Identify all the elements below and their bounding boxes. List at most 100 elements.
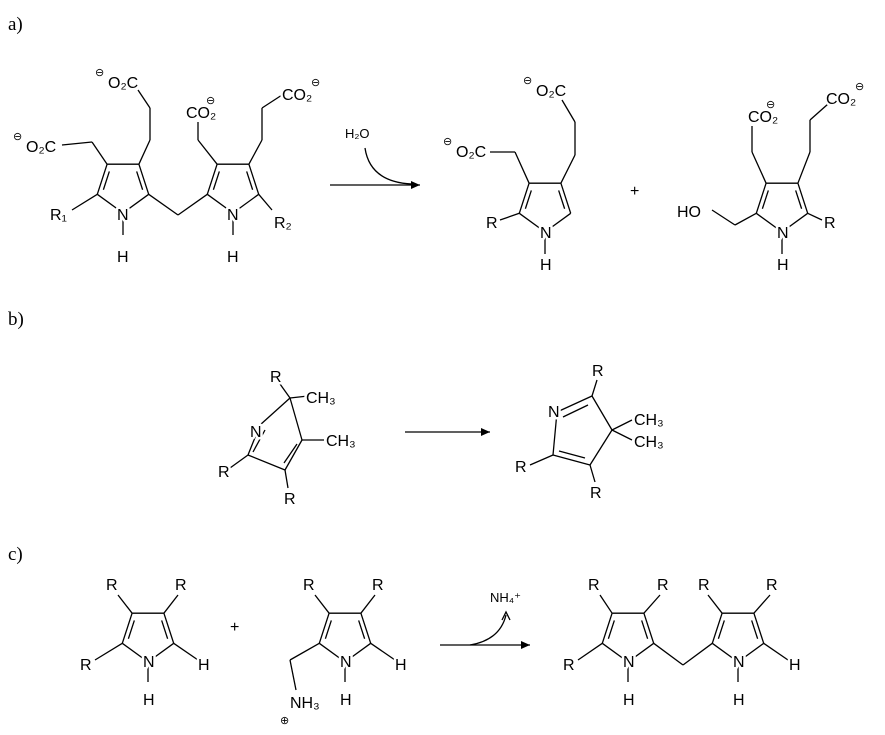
double-bond-inner bbox=[283, 443, 298, 464]
nitrogen: N bbox=[340, 654, 352, 671]
bonds bbox=[61, 89, 829, 691]
ring-bond bbox=[560, 182, 572, 214]
double-bond-inner bbox=[136, 171, 144, 190]
ring-bond bbox=[247, 454, 286, 471]
hydrogen: H bbox=[789, 657, 801, 674]
panel-label-c: c) bbox=[8, 544, 23, 565]
ammonium-group: NH₃ bbox=[290, 695, 320, 712]
hydrogen: H bbox=[340, 692, 352, 709]
bond bbox=[91, 141, 108, 165]
r-group: R bbox=[657, 577, 669, 594]
r-group: R bbox=[563, 657, 575, 674]
r-group: R bbox=[372, 577, 384, 594]
ring-bond bbox=[711, 642, 739, 663]
double-bond-inner bbox=[246, 171, 254, 190]
ring-bond bbox=[232, 193, 260, 214]
double-bond-inner bbox=[212, 171, 220, 190]
ring-bond bbox=[711, 612, 723, 644]
r-group: R bbox=[766, 577, 778, 594]
ring-bond bbox=[248, 163, 260, 195]
panel-label-a: a) bbox=[8, 14, 23, 35]
curved-arrow-head-icon bbox=[501, 610, 511, 621]
bond bbox=[707, 594, 723, 614]
r1-group: R₁ bbox=[50, 207, 67, 224]
methyl: CH₃ bbox=[634, 434, 664, 451]
negative-charge: ⊖ bbox=[13, 131, 22, 143]
r2-group: R₂ bbox=[274, 215, 292, 232]
negative-charge: ⊖ bbox=[206, 95, 215, 107]
bond bbox=[258, 193, 273, 211]
nitrogen: N bbox=[733, 654, 745, 671]
bond bbox=[137, 89, 151, 109]
methyl: CH₃ bbox=[306, 390, 336, 407]
r-group: R bbox=[175, 577, 187, 594]
bond bbox=[279, 383, 291, 399]
nitrogen: N bbox=[117, 207, 129, 224]
hydrogen: H bbox=[777, 257, 789, 274]
double-bond-inner bbox=[161, 620, 169, 639]
double-bond-inner bbox=[127, 620, 135, 639]
bond bbox=[94, 642, 123, 661]
negative-charge: ⊖ bbox=[523, 75, 532, 87]
ring-bond bbox=[601, 612, 613, 644]
ring-bond bbox=[289, 397, 303, 441]
positive-charge: ⊕ bbox=[280, 715, 289, 727]
bond bbox=[289, 642, 320, 661]
nitrogen: N bbox=[548, 404, 560, 421]
hydroxyl: HO bbox=[677, 204, 701, 221]
arrow-head-icon bbox=[411, 181, 420, 189]
ring-bond bbox=[284, 439, 303, 471]
hydrogen: H bbox=[198, 657, 210, 674]
r-group: R bbox=[106, 577, 118, 594]
hydrogen: H bbox=[227, 249, 239, 266]
ring-bond bbox=[121, 642, 149, 663]
double-bond-inner bbox=[795, 190, 803, 209]
r-group: R bbox=[80, 657, 92, 674]
bond bbox=[611, 419, 633, 431]
ring-bond bbox=[247, 424, 261, 456]
carboxylate: O₂C bbox=[536, 83, 566, 100]
ring-bond bbox=[797, 182, 809, 214]
bond bbox=[734, 212, 757, 226]
r-group: R bbox=[486, 215, 498, 232]
double-bond-inner bbox=[558, 450, 586, 459]
double-bond-inner bbox=[641, 620, 649, 639]
ring-bond bbox=[589, 429, 613, 466]
ring-bond bbox=[556, 395, 593, 413]
bond bbox=[177, 193, 208, 216]
r-group: R bbox=[824, 215, 836, 232]
byproduct-ammonium: NH₄⁺ bbox=[490, 590, 521, 605]
negative-charge: ⊖ bbox=[95, 67, 104, 79]
bond bbox=[148, 193, 179, 216]
ring-bond bbox=[96, 193, 124, 214]
bond bbox=[248, 139, 263, 165]
ring-bond bbox=[518, 182, 530, 214]
double-bond-inner bbox=[761, 190, 769, 209]
nitrogen: N bbox=[250, 424, 262, 441]
r-group: R bbox=[515, 459, 527, 476]
curved-arrow bbox=[364, 147, 413, 185]
ring-bond bbox=[755, 212, 783, 233]
hydrogen: H bbox=[623, 692, 635, 709]
bond bbox=[763, 642, 789, 661]
nitrogen: N bbox=[143, 654, 155, 671]
r-group: R bbox=[590, 485, 602, 502]
bond bbox=[163, 594, 179, 614]
ring-bond bbox=[206, 193, 234, 214]
bond bbox=[529, 454, 554, 466]
ring-bond bbox=[737, 642, 765, 663]
ring-bond bbox=[518, 212, 546, 233]
bond bbox=[360, 594, 376, 614]
ring-bond bbox=[147, 642, 175, 663]
ring-bond bbox=[318, 642, 346, 663]
nitrogen: N bbox=[540, 225, 552, 242]
r-group: R bbox=[284, 491, 296, 508]
ring-bond bbox=[755, 182, 767, 214]
bond bbox=[197, 139, 218, 165]
r-group: R bbox=[698, 577, 710, 594]
double-bond-inner bbox=[562, 404, 589, 418]
ring-bond bbox=[544, 212, 572, 233]
hydrogen: H bbox=[117, 249, 129, 266]
bond bbox=[591, 379, 598, 397]
